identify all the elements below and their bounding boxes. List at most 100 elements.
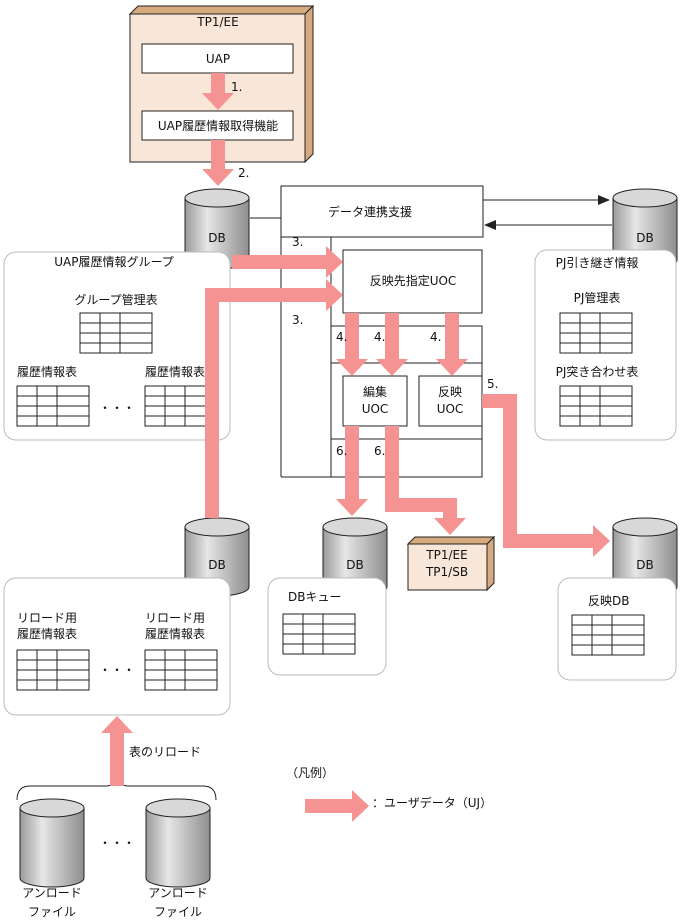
reload-right-line1: リロード用 <box>145 611 205 625</box>
unload-right-line2: ファイル <box>154 905 202 919</box>
step-4b: 4. <box>374 330 385 344</box>
arrow-step-3b-head <box>326 279 343 311</box>
unload-left-line2: ファイル <box>28 905 76 919</box>
arrow-step-6a-head <box>336 499 368 516</box>
db-queue-db-label: DB <box>346 558 363 572</box>
arrow-step-2 <box>202 140 234 186</box>
db-queue-title: DBキュー <box>288 590 341 604</box>
reload-left-line1: リロード用 <box>17 611 77 625</box>
reload-table-right <box>144 649 218 691</box>
step-3a: 3. <box>292 235 303 249</box>
arrow-step-5 <box>482 394 610 557</box>
db-top-left-label: DB <box>208 231 225 245</box>
legend-arrow-head <box>352 790 369 822</box>
arrow-step-6b <box>385 426 466 535</box>
tp1-top-title: TP1/EE <box>196 15 238 29</box>
edit-uoc-label-2: UOC <box>362 402 389 416</box>
pj-table-label: PJ管理表 <box>574 290 621 305</box>
unload-file-right <box>145 807 211 888</box>
db-queue-db-top <box>322 517 388 537</box>
sync-arrow-in-head <box>484 220 496 230</box>
uap-history-function-box <box>141 110 294 141</box>
tp1-bottom-box <box>407 543 488 591</box>
arrow-step-4b <box>376 313 408 376</box>
legend-title: （凡例） <box>286 766 334 780</box>
arrow-step-2-head <box>202 169 234 186</box>
db-mid-left-top <box>184 517 250 537</box>
arrow-step-6a <box>336 426 368 516</box>
tp1-top-box-top <box>128 5 315 15</box>
legend-arrow <box>305 790 369 822</box>
reflect-uoc-label-2: UOC <box>437 402 464 416</box>
step-3b: 3. <box>292 313 303 327</box>
reload-table-left <box>16 649 90 691</box>
tp1-bottom-line2: TP1/SB <box>425 565 468 579</box>
uap-label: UAP <box>206 52 230 66</box>
arrow-step-3a <box>232 246 343 278</box>
reload-right-line2: 履歴情報表 <box>145 627 205 641</box>
unload-file-right-top <box>145 798 211 818</box>
history-table-left <box>16 385 90 427</box>
arrow-step-6b-head <box>434 518 466 535</box>
uap-history-function-label: UAP履歴情報取得機能 <box>158 118 278 133</box>
tp1-top-box-side <box>304 4 314 164</box>
unload-ellipsis: ・・・ <box>99 836 135 850</box>
group-table-label: グループ管理表 <box>74 292 157 307</box>
arrow-step-1-head <box>202 93 234 110</box>
tp1-bottom-box-side <box>486 535 495 592</box>
arrow-step-3b-shaft <box>205 288 326 518</box>
data-link-title: データ連携支援 <box>328 204 412 219</box>
pj-group-title: PJ引き継ぎ情報 <box>556 255 639 270</box>
data-link-box <box>280 185 484 238</box>
history-table-right-label: 履歴情報表 <box>145 365 205 379</box>
arrow-step-5-head <box>593 525 610 557</box>
unload-file-left-top <box>19 798 85 818</box>
target-uoc-box <box>342 249 483 314</box>
pj-management-table <box>559 312 633 354</box>
uap-group-title: UAP履歴情報グループ <box>54 255 174 269</box>
step-5: 5. <box>487 377 498 391</box>
sync-arrow-out-head <box>598 195 610 205</box>
arrow-step-3b <box>205 279 343 518</box>
arrow-step-4c <box>436 313 468 376</box>
step-2: 2. <box>238 166 249 180</box>
uap-group-ellipsis: ・・・ <box>99 401 135 415</box>
tp1-bottom-box-top <box>406 536 496 545</box>
db-top-right-label: DB <box>636 231 653 245</box>
reflect-db-title: 反映DB <box>588 594 629 608</box>
history-table-left-label: 履歴情報表 <box>17 365 77 379</box>
arrow-step-5-shaft <box>482 394 593 548</box>
reflect-db-table <box>571 614 645 656</box>
arrow-reload <box>101 716 133 786</box>
db-top-right-top <box>612 188 678 208</box>
arrow-step-4a-head <box>336 359 368 376</box>
step-4c: 4. <box>430 330 441 344</box>
unload-left-line1: アンロード <box>22 886 82 900</box>
step-6a: 6. <box>336 444 347 458</box>
step-6b: 6. <box>374 444 385 458</box>
db-queue-table <box>282 613 356 655</box>
pj-match-table-label: PJ突き合わせ表 <box>556 364 639 379</box>
arrow-step-3a-head <box>326 246 343 278</box>
unload-file-left <box>19 807 85 888</box>
reflect-uoc-label-1: 反映 <box>438 385 462 399</box>
arrow-reload-head <box>101 716 133 733</box>
arrow-step-4a <box>336 313 368 376</box>
pj-match-table <box>559 385 633 427</box>
arrow-step-1 <box>202 73 234 110</box>
target-uoc-label: 反映先指定UOC <box>370 273 457 288</box>
edit-uoc-label-1: 編集 <box>363 384 387 399</box>
legend-user-data: ：ユーザデータ（UJ） <box>372 795 492 810</box>
arrow-step-4b-head <box>376 359 408 376</box>
db-top-left-top <box>184 188 250 208</box>
tp1-bottom-line1: TP1/EE <box>425 548 467 562</box>
unload-right-line1: アンロード <box>148 886 208 900</box>
arrow-step-6b-shaft <box>385 426 457 518</box>
uap-box <box>141 43 294 74</box>
db-mid-left-label: DB <box>208 558 225 572</box>
reload-group-box <box>3 577 231 716</box>
reload-left-line2: 履歴情報表 <box>17 627 77 641</box>
reload-label: 表のリロード <box>129 745 201 759</box>
